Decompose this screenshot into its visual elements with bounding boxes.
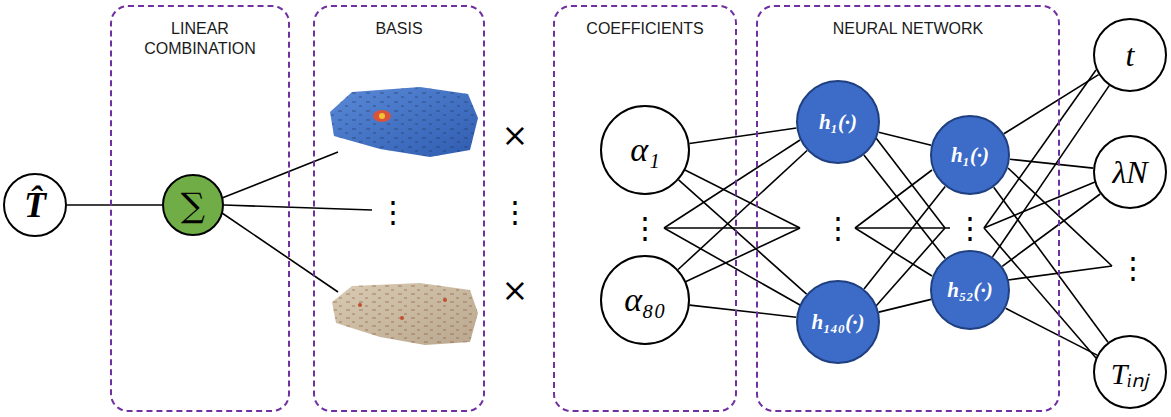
connection-line — [879, 299, 931, 312]
group-panel: LINEAR COMBINATION ∑ — [110, 5, 290, 412]
connection-line — [690, 128, 797, 144]
hidden-neuron: h₅₂(·) — [930, 250, 1010, 330]
connection-line — [879, 132, 932, 145]
node-label: h₁₄₀(·) — [812, 310, 865, 335]
connection-line — [994, 187, 1108, 342]
variable-circle: Tᵢₙⱼ — [1093, 335, 1167, 409]
node-label: h₁(·) — [819, 110, 857, 135]
fan-lines — [222, 70, 1112, 358]
connection-line — [678, 151, 807, 270]
variable-circle: α₈₀ — [600, 255, 690, 345]
connection-line — [1002, 194, 1100, 266]
node-label: α₈₀ — [624, 281, 666, 319]
sum-node: ∑ — [162, 174, 224, 236]
node-label: t — [1126, 37, 1135, 74]
node-label: λN — [1112, 154, 1147, 191]
ellipsis-mark: ⋮ — [378, 197, 408, 227]
node-label: h₅₂(·) — [947, 278, 993, 303]
ellipsis-mark: ⋮ — [823, 213, 853, 243]
group-heading: LINEAR COMBINATION — [135, 19, 265, 59]
connection-line — [67, 204, 162, 206]
hidden-neuron: h₁(·) — [930, 115, 1010, 195]
connection-line — [679, 180, 807, 294]
basis-image-top — [330, 87, 478, 157]
node-label: T̂ — [24, 184, 46, 226]
variable-circle: λN — [1093, 135, 1167, 209]
node-label: ∑ — [181, 185, 205, 225]
variable-circle: α₁ — [600, 105, 690, 195]
hidden-neuron: h₁₄₀(·) — [796, 280, 880, 364]
node-label: α₁ — [630, 131, 660, 169]
multiply-sign: × — [502, 119, 529, 151]
group-panel: NEURAL NETWORK h₁(·) h₁₄₀(·) h₁(·) h₅₂(·) — [756, 5, 1060, 412]
group-panel: COEFFICIENTS α₁ α₈₀ — [553, 5, 737, 412]
connection-line — [1004, 75, 1099, 134]
group-heading: COEFFICIENTS — [560, 19, 730, 39]
connection-line — [1010, 159, 1093, 168]
variable-circle: T̂ — [3, 173, 67, 237]
multiply-sign: × — [502, 274, 529, 306]
ellipsis-mark: ⋮ — [500, 197, 530, 227]
connection-line — [1006, 308, 1098, 355]
group-heading: NEURAL NETWORK — [763, 19, 1053, 39]
variable-circle: t — [1093, 18, 1167, 92]
node-label: Tᵢₙⱼ — [1111, 352, 1149, 393]
node-label: h₁(·) — [951, 143, 989, 168]
ellipsis-mark: ⋮ — [955, 213, 985, 243]
ellipsis-mark: ⋮ — [1118, 253, 1148, 283]
ellipsis-mark: ⋮ — [630, 213, 660, 243]
group-heading: BASIS — [319, 19, 479, 39]
hidden-neuron: h₁(·) — [796, 80, 880, 164]
basis-image-bottom — [332, 283, 478, 345]
connection-line — [690, 305, 797, 317]
